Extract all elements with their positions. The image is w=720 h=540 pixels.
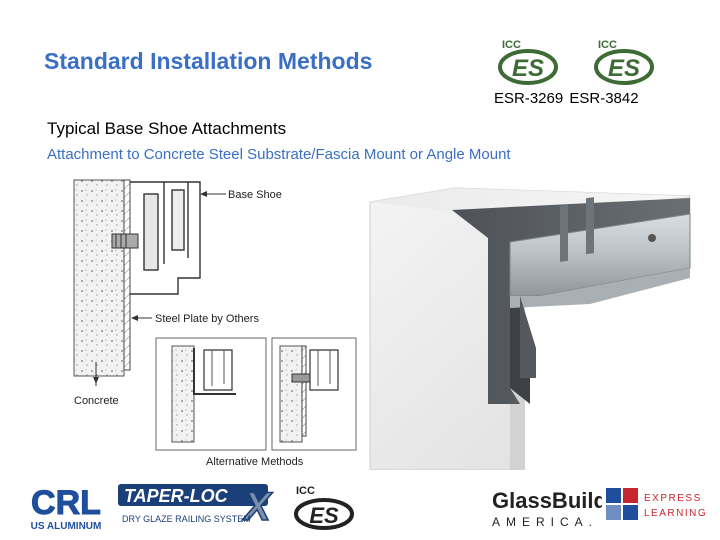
icc-es-logo-1: ICC ES — [498, 39, 558, 85]
base-shoe-3d-render — [369, 187, 691, 470]
icc-text: ICC — [598, 39, 617, 51]
express-learning-logo: EXPRESS LEARNING — [606, 488, 706, 520]
express-text: EXPRESS — [644, 493, 702, 504]
alternative-method-1 — [155, 337, 267, 451]
icc-text: ICC — [296, 485, 315, 497]
section-subheading: Attachment to Concrete Steel Substrate/F… — [47, 146, 511, 163]
base-shoe-profile — [130, 181, 201, 295]
taper-loc-subtext: DRY GLAZE RAILING SYSTEM — [122, 514, 251, 524]
section-heading: Typical Base Shoe Attachments — [47, 119, 287, 138]
steel-plate — [123, 179, 131, 371]
concrete-wall — [73, 179, 125, 377]
alternative-method-2 — [271, 337, 357, 451]
steel-plate-label: Steel Plate by Others — [155, 313, 259, 325]
learning-text: LEARNING — [644, 508, 706, 519]
taper-loc-x: X — [242, 485, 273, 529]
crl-logo-text: CRL — [31, 484, 101, 522]
es-text: ES — [512, 55, 544, 82]
icc-es-logo-2: ICC ES — [594, 39, 654, 85]
crl-logo-subtext: US ALUMINUM — [31, 521, 102, 532]
page-title: Standard Installation Methods — [44, 48, 373, 74]
anchor-bolt — [111, 233, 139, 249]
certification-numbers: ESR-3269 ESR-3842 — [494, 90, 639, 107]
alternative-methods-label: Alternative Methods — [206, 456, 304, 468]
base-shoe-label: Base Shoe — [228, 189, 282, 201]
concrete-label: Concrete — [74, 395, 119, 407]
es-text: ES — [309, 503, 339, 528]
crl-logo: CRL US ALUMINUM — [31, 484, 102, 533]
taper-loc-text: TAPER-LOC — [124, 486, 229, 506]
icc-es-footer-logo: ICC ES — [294, 485, 354, 530]
base-shoe-diagram: Base Shoe Steel Plate by Others Concrete… — [73, 179, 357, 468]
glassbuild-logo: GlassBuild AMERICA. — [492, 488, 602, 529]
es-text: ES — [608, 55, 640, 82]
icc-text: ICC — [502, 39, 521, 51]
taper-loc-logo: TAPER-LOC X DRY GLAZE RAILING SYSTEM — [118, 484, 274, 530]
glassbuild-subtext: AMERICA. — [492, 515, 598, 529]
icc-es-logos: ICC ES ICC ES — [498, 39, 654, 85]
glassbuild-text: GlassBuild — [492, 488, 602, 513]
